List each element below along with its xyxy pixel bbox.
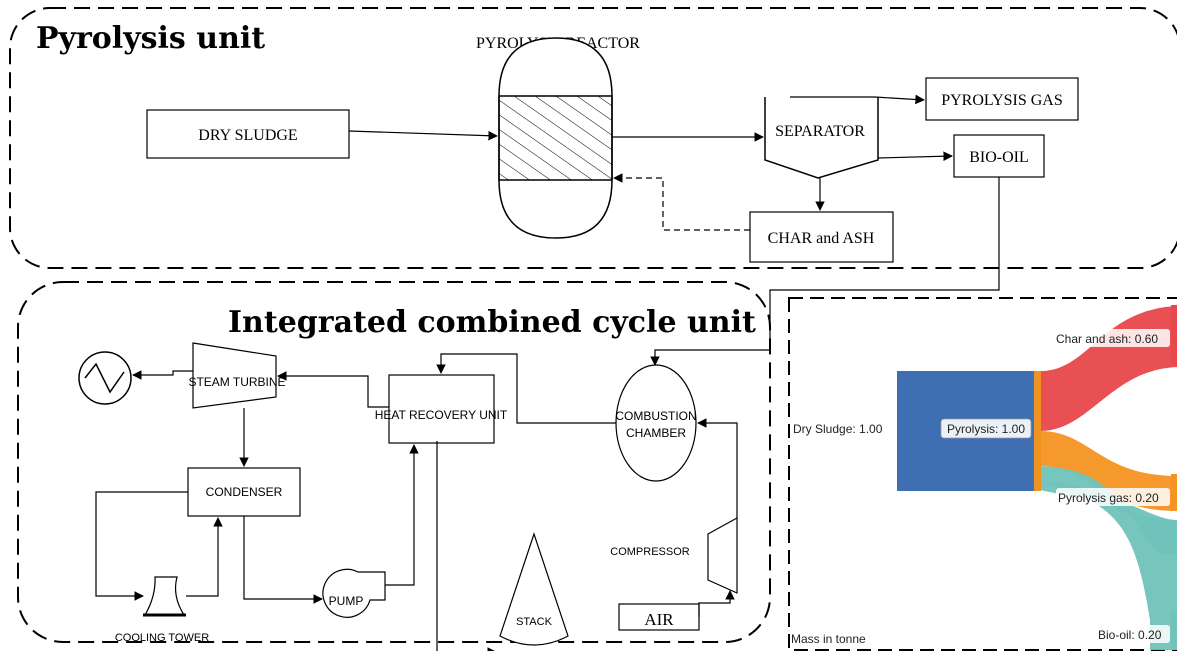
separator-to-gas-arrow — [790, 94, 925, 105]
sankey-gas-label-bg — [1056, 488, 1170, 506]
heat-recovery-box — [388, 374, 495, 444]
combined-cycle-unit-title: Integrated combined cycle unit — [228, 305, 756, 340]
condenser-box — [187, 467, 301, 517]
sankey-node-pyrolysis — [1034, 371, 1041, 491]
sankey-node-char — [1171, 305, 1177, 365]
sankey-unit-note: Mass in tonne — [791, 632, 866, 646]
pyrolysis-gas-label: PYROLYSIS GAS — [941, 92, 1063, 109]
stack-label: STACK — [516, 616, 553, 628]
steam-turbine — [192, 342, 277, 409]
stack — [499, 532, 569, 646]
reactor-hatched-bed — [498, 95, 613, 181]
compressor-label: COMPRESSOR — [610, 546, 690, 558]
combustion-to-hru-arrow — [436, 353, 616, 424]
hru-to-stack-arrow — [436, 441, 497, 651]
generator-wave — [84, 362, 125, 394]
sankey-flow-char — [1040, 306, 1177, 431]
sankey-oil-label-bg — [1094, 625, 1170, 643]
dry-sludge-box — [146, 109, 350, 159]
turbine-to-generator-arrow — [132, 370, 193, 380]
condenser-label: CONDENSER — [206, 485, 283, 499]
sankey-node-label-bg — [940, 418, 1032, 439]
generator-icon — [78, 351, 132, 405]
bio-oil-label: BIO-OIL — [969, 149, 1029, 166]
pyrolysis-gas-box — [925, 77, 1079, 121]
char-ash-box — [749, 211, 894, 263]
sankey-char-label: Char and ash: 0.60 — [1056, 332, 1158, 346]
pyrolysis-unit-title: Pyrolysis unit — [36, 21, 265, 56]
compressor — [707, 516, 738, 594]
separator-label: SEPARATOR — [775, 123, 865, 140]
sankey-flow-oil-lower — [1040, 480, 1177, 650]
air-to-compressor-arrow — [698, 590, 735, 617]
condenser-to-pump-arrow — [243, 516, 323, 604]
steam-turbine-label: STEAM TURBINE — [188, 375, 285, 389]
cooling-tower-label: COOLING TOWER — [115, 632, 209, 644]
sankey-node-gas — [1171, 474, 1177, 510]
bio-oil-box — [953, 134, 1045, 178]
separator-to-oil-arrow — [877, 151, 953, 162]
sankey-node-oil — [1171, 610, 1177, 648]
combustion-chamber — [615, 364, 697, 482]
dry-sludge-label: DRY SLUDGE — [198, 127, 297, 144]
separator-vessel — [764, 97, 879, 179]
sankey-node-label: Pyrolysis: 1.00 — [947, 422, 1025, 436]
heat-recovery-label: HEAT RECOVERY UNIT — [375, 408, 508, 422]
char-ash-label: CHAR and ASH — [768, 230, 875, 247]
cooling-tower — [143, 576, 186, 616]
char-recycle-dashed-arrow — [613, 173, 750, 231]
air-box — [618, 603, 700, 631]
sankey-oil-label: Bio-oil: 0.20 — [1098, 628, 1162, 642]
combustion-label-2: CHAMBER — [626, 426, 686, 440]
sankey-source-label: Dry Sludge: 1.00 — [793, 422, 883, 436]
condenser-to-tower-arrow — [95, 491, 188, 601]
pump-label: PUMP — [329, 594, 364, 608]
sankey-boundary — [788, 297, 1177, 651]
combustion-label-1: COMBUSTION — [615, 409, 696, 423]
sludge-to-reactor-arrow — [348, 130, 498, 141]
sankey-char-label-bg — [1052, 329, 1170, 347]
combined-cycle-unit-boundary — [17, 281, 771, 643]
tower-to-condenser-arrow — [186, 517, 223, 597]
compressor-to-combustion-arrow — [697, 418, 738, 518]
air-label: AIR — [644, 610, 674, 629]
pump-to-hru-arrow — [385, 444, 419, 586]
hru-to-turbine-arrow — [277, 371, 389, 408]
sankey-gas-label: Pyrolysis gas: 0.20 — [1058, 491, 1159, 505]
pump — [322, 568, 386, 618]
